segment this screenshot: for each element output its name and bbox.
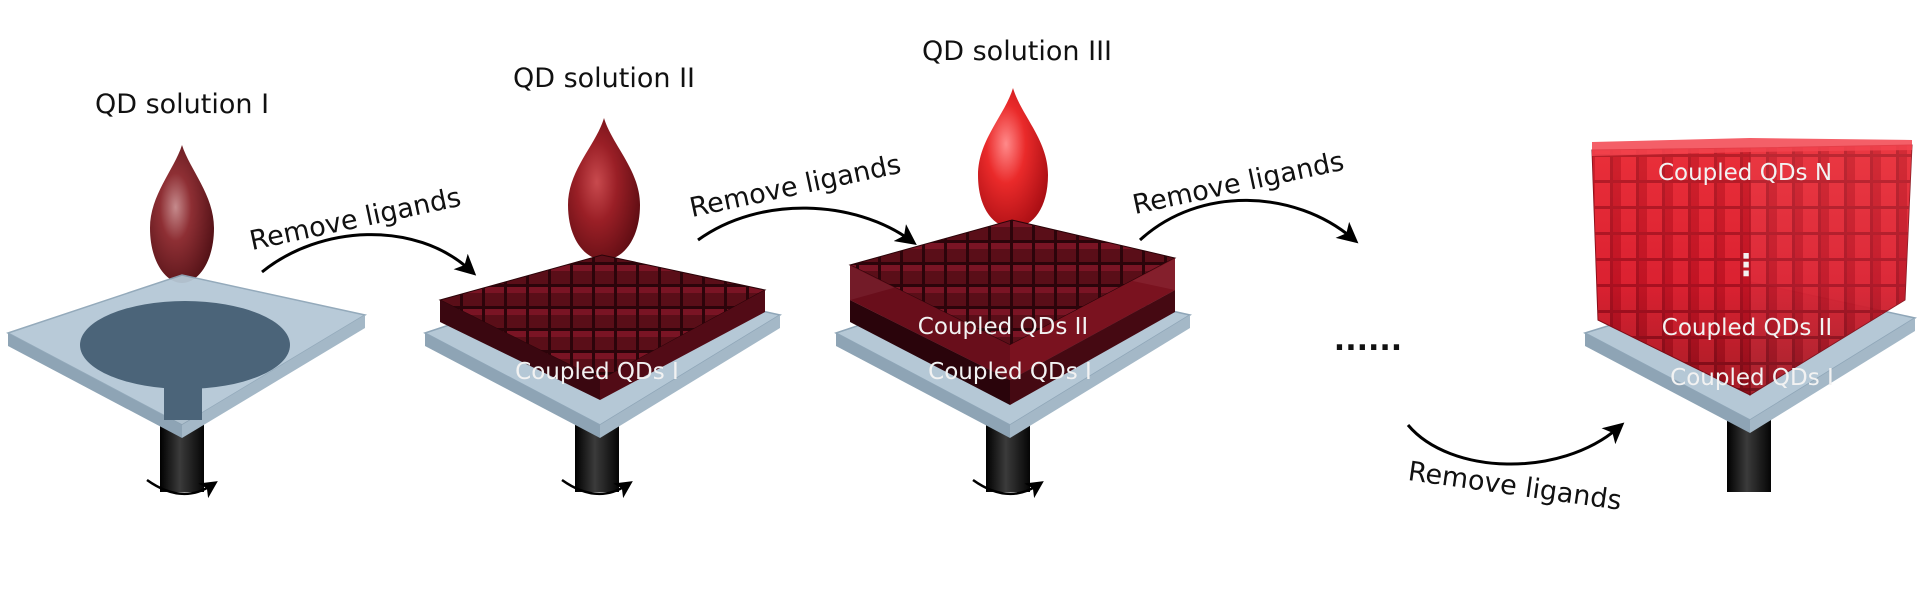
final-group: Coupled QDs N ⋮ Coupled QDs II Coupled Q…: [1583, 138, 1917, 492]
step2-group: QD solution II Coupled QDs I: [423, 63, 782, 499]
final-vertical-ellipsis: ⋮: [1731, 248, 1761, 283]
arrow3-group: Remove ligands: [1130, 146, 1359, 244]
step3-solution-label: QD solution III: [922, 36, 1112, 67]
arrow2-group: Remove ligands: [687, 149, 917, 245]
step3-rotation-arrow: [972, 478, 1044, 499]
arrow2-label: Remove ligands: [687, 149, 904, 224]
arrow2-curve: [697, 206, 917, 245]
arrow3-label: Remove ligands: [1130, 146, 1347, 221]
step3-drop: [978, 88, 1048, 228]
step2-rotation-arrow: [561, 478, 633, 499]
arrow4-curve: [1406, 422, 1625, 466]
step3-group: QD solution III Coupled QDs II Coupled Q…: [834, 36, 1192, 499]
arrow3-curve: [1138, 198, 1359, 244]
final-layer-label-1: Coupled QDs I: [1670, 365, 1834, 391]
step1-rotation-arrow: [146, 478, 218, 499]
arrow1-group: Remove ligands: [247, 182, 477, 276]
arrow4-group: Remove ligands: [1406, 422, 1625, 517]
final-layer-label-n: Coupled QDs N: [1658, 160, 1832, 186]
arrow1-curve: [261, 233, 477, 276]
step2-solution-label: QD solution II: [513, 63, 695, 94]
step2-drop: [568, 118, 640, 260]
step3-layer-label-1: Coupled QDs I: [928, 359, 1092, 385]
step1-solution-label: QD solution I: [95, 89, 269, 120]
step1-disc: [80, 301, 290, 389]
step1-group: QD solution I: [6, 89, 368, 499]
continuation-dots: ......: [1334, 323, 1402, 358]
step3-layer-label-2: Coupled QDs II: [918, 314, 1088, 340]
step2-layer-label-1: Coupled QDs I: [515, 359, 679, 385]
step1-drop: [150, 145, 214, 283]
final-layer-label-2: Coupled QDs II: [1662, 315, 1832, 341]
